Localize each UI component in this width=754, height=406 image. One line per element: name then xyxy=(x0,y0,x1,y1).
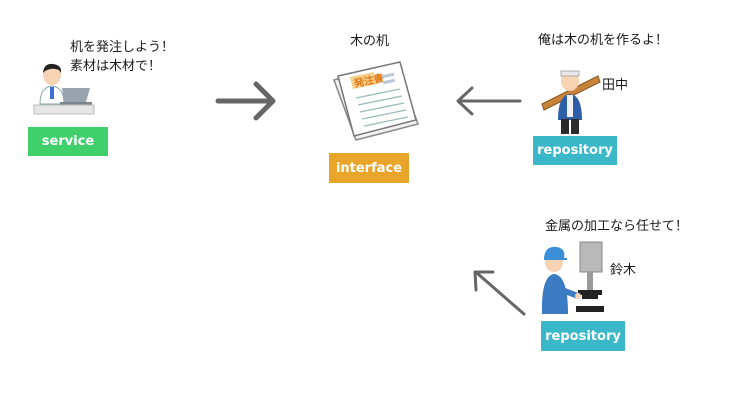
office-worker-laptop-icon xyxy=(33,63,95,115)
repository-metal-tag: repository xyxy=(541,321,625,351)
arrow-up-left-icon xyxy=(473,270,526,316)
repository-metal-person-name: 鈴木 xyxy=(610,263,637,278)
carpenter-carrying-lumber-icon xyxy=(541,70,601,134)
interface-tag: interface xyxy=(329,153,409,183)
arrow-left-icon xyxy=(456,86,522,116)
arrow-right-icon xyxy=(215,81,276,121)
repository-wood-tag: repository xyxy=(533,136,617,165)
service-speech-line2: 素材は木材で！ xyxy=(70,59,162,74)
repository-wood-person-name: 田中 xyxy=(602,78,629,93)
service-speech-line1: 机を発注しよう！ xyxy=(70,40,175,55)
metalworker-machine-icon xyxy=(541,241,604,314)
order-form-document-icon: 発注書 xyxy=(333,61,419,141)
service-tag: service xyxy=(28,127,108,156)
interface-title: 木の机 xyxy=(350,34,390,49)
repository-wood-speech: 俺は木の机を作るよ！ xyxy=(538,33,669,48)
repository-metal-speech: 金属の加工なら任せて！ xyxy=(545,219,689,234)
